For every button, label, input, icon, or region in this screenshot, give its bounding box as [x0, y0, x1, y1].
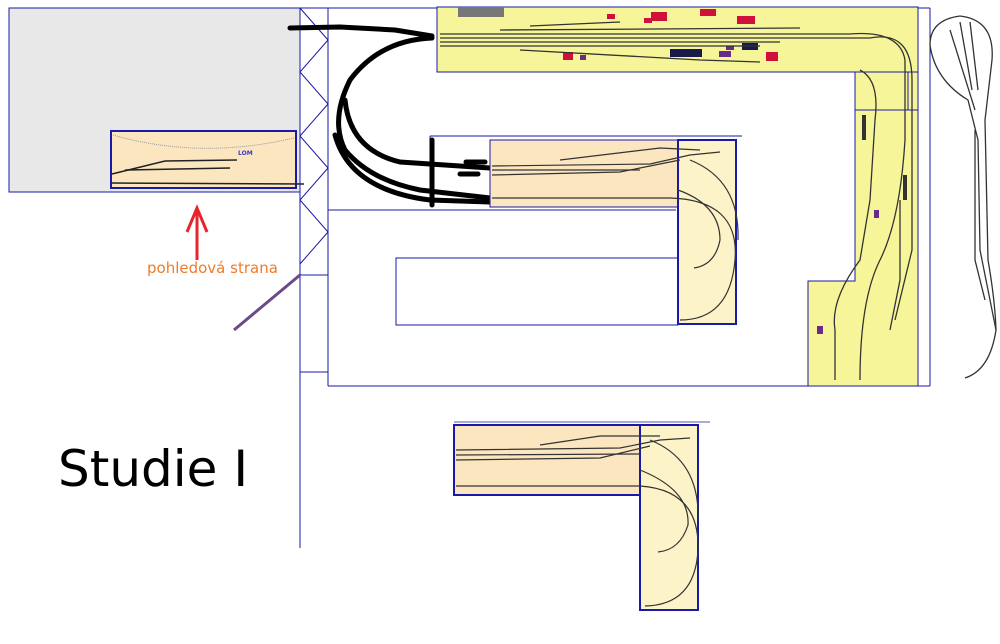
- station-tracks: [440, 21, 913, 381]
- hand-drawn-connection: [287, 24, 493, 208]
- lower-board: [453, 424, 699, 611]
- view-side-label: pohledová strana: [147, 259, 278, 277]
- view-arrow-icon: [185, 204, 209, 260]
- middle-board: [489, 139, 739, 325]
- return-loop: [929, 15, 997, 379]
- page-title: Studie I: [58, 440, 249, 498]
- quarry-board: [110, 130, 297, 189]
- quarry-tracks: [111, 159, 305, 185]
- main-station-board: [436, 6, 919, 387]
- staircase: [299, 7, 329, 373]
- quarry-label: LOM: [238, 150, 253, 157]
- station-buildings: [563, 9, 879, 334]
